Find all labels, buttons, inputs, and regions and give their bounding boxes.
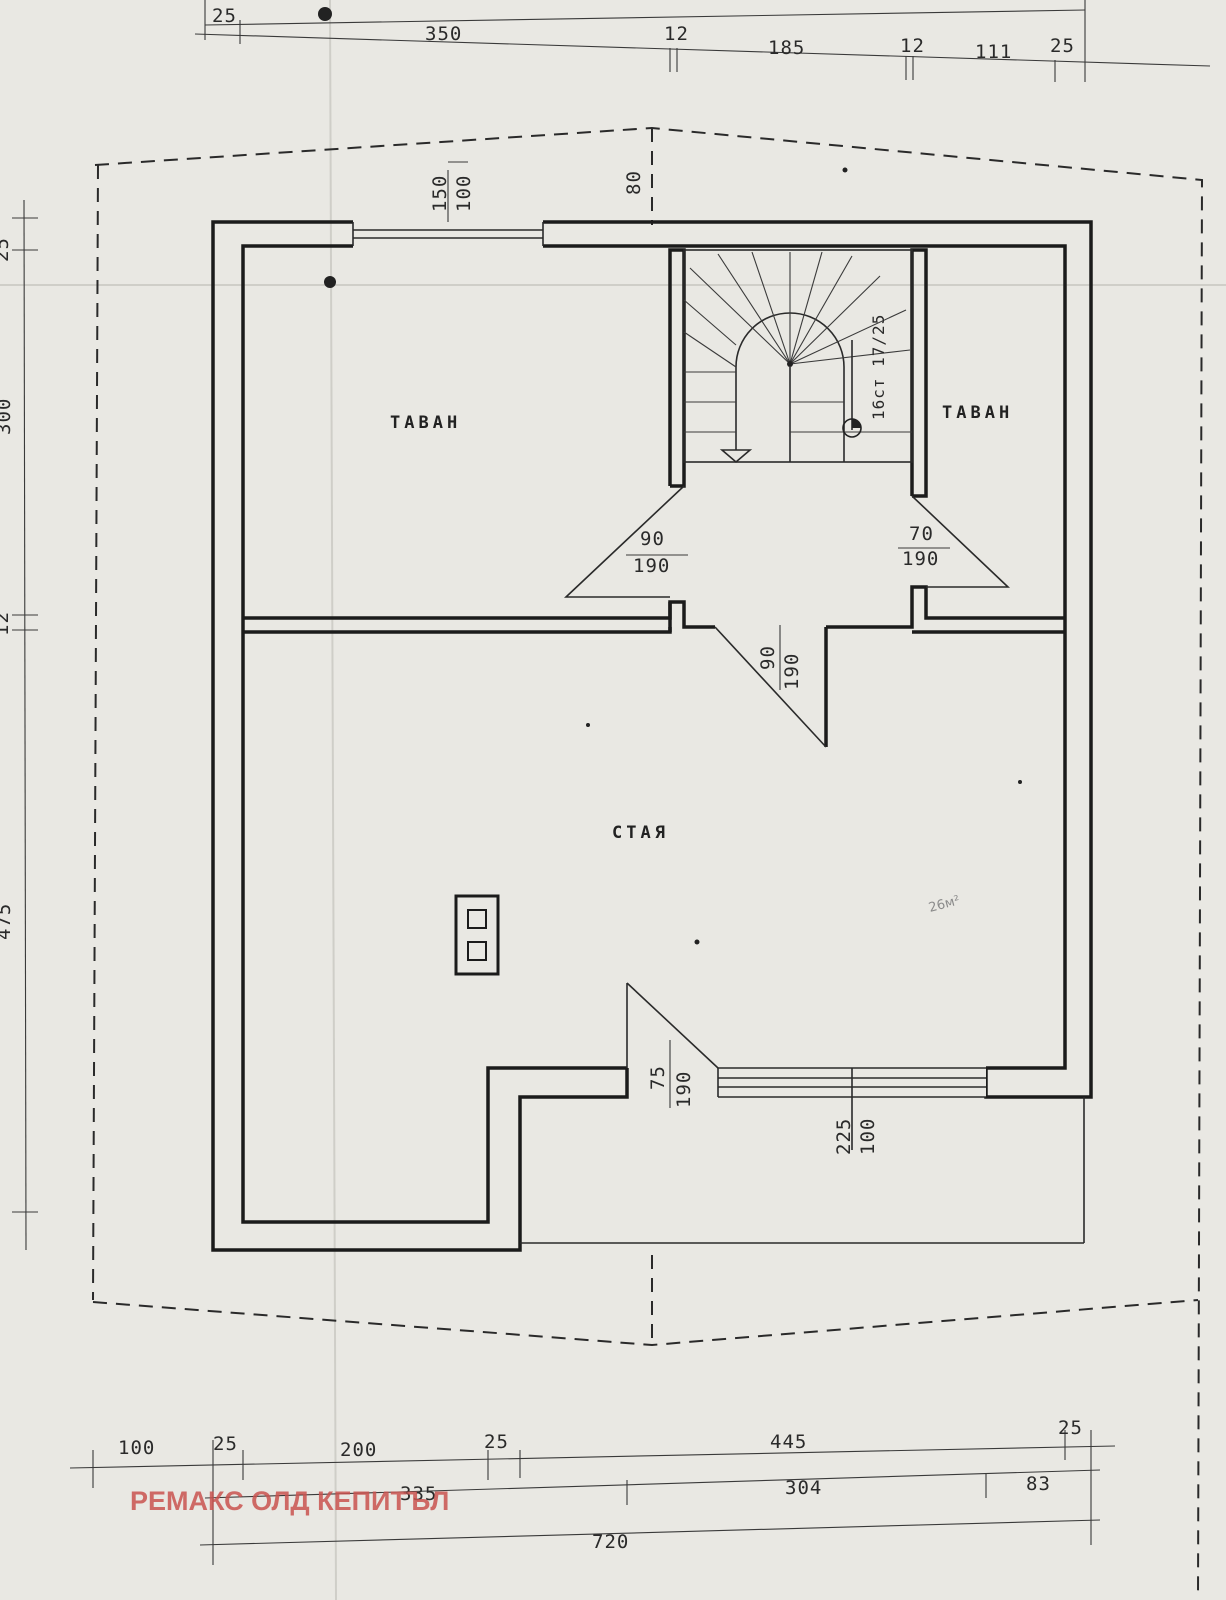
door-3-width: 90 <box>757 645 779 670</box>
ink-dot <box>842 167 848 173</box>
dim-left-2: 300 <box>0 398 15 435</box>
door-1-height: 190 <box>633 555 670 577</box>
door-swings <box>563 485 1011 1069</box>
dim-bottom-10: 720 <box>592 1531 629 1553</box>
door-2-width: 70 <box>909 523 934 545</box>
stair-note: 16ст 17/25 <box>869 314 888 420</box>
roof-outline-left <box>92 164 99 1301</box>
dim-top-4: 185 <box>768 37 805 59</box>
dim-bottom-9: 83 <box>1026 1473 1051 1495</box>
window-top-width: 150 <box>429 175 451 212</box>
door-1-width: 90 <box>640 528 665 550</box>
ink-blot <box>324 276 336 288</box>
dim-top-3: 12 <box>664 23 689 45</box>
bottom-dimension-chain: 100 25 200 25 445 25 335 304 83 720 <box>69 1417 1116 1565</box>
room-label-room: СТАЯ <box>612 823 669 843</box>
door-4-width: 75 <box>647 1065 669 1090</box>
dim-bottom-5: 445 <box>770 1431 807 1453</box>
window-bottom-width: 225 <box>833 1118 855 1155</box>
dim-top-7: 25 <box>1050 35 1075 57</box>
outer-walls <box>211 220 1093 1252</box>
door-swing-left <box>563 485 685 598</box>
top-dimension-chain: 25 350 12 185 12 111 25 <box>194 0 1211 82</box>
dim-top-6: 111 <box>975 41 1012 63</box>
dim-top-2: 350 <box>425 23 462 45</box>
window-bottom: 225 100 <box>717 1067 986 1155</box>
stair-arrow-icon <box>719 449 753 464</box>
room-label-attic-left: ТАВАН <box>390 413 461 433</box>
paper-fold <box>329 0 337 1600</box>
roof-outline-bottom <box>92 1299 1199 1347</box>
window-bottom-height: 100 <box>857 1118 879 1155</box>
dim-bottom-7: 335 <box>400 1483 437 1505</box>
dim-bottom-3: 200 <box>340 1439 377 1461</box>
window-top: 150 100 <box>352 161 544 246</box>
staircase: 16ст 17/25 <box>683 249 913 464</box>
left-dimension-chain: 25 300 12 475 <box>0 199 38 1251</box>
dim-bottom-2: 25 <box>213 1433 238 1455</box>
roof-outline-top <box>94 126 1204 1599</box>
ink-dot <box>586 723 590 727</box>
window-top-height: 100 <box>453 175 475 212</box>
chimney <box>454 894 500 976</box>
interior-walls <box>243 248 1065 747</box>
ink-dot <box>694 939 700 945</box>
dim-bottom-1: 100 <box>118 1437 155 1459</box>
dim-left-4: 475 <box>0 903 15 940</box>
dim-top-5: 12 <box>900 35 925 57</box>
door-4-height: 190 <box>673 1071 695 1108</box>
door-swing-bottom-diag <box>626 982 719 1069</box>
agency-watermark: РЕМАКС ОЛД КЕПИТЪЛ <box>130 1486 449 1516</box>
room-label-attic-right: ТАВАН <box>942 403 1013 423</box>
door-2-height: 190 <box>902 548 939 570</box>
dim-left-3: 12 <box>0 611 13 636</box>
ink-dot <box>1018 780 1022 784</box>
dim-left-1: 25 <box>0 237 13 262</box>
dim-bottom-8: 304 <box>785 1477 822 1499</box>
door-swing-right <box>911 495 1011 588</box>
door-swing-center <box>714 626 827 748</box>
dim-bottom-6: 25 <box>1058 1417 1083 1439</box>
dim-top-1: 25 <box>212 5 237 27</box>
room-area-note: 26м² <box>927 893 961 916</box>
ink-blot <box>318 7 332 21</box>
door-3-height: 190 <box>781 653 803 690</box>
door-labels: 90 190 70 190 90 190 75 190 <box>626 523 950 1108</box>
dim-bottom-4: 25 <box>484 1431 509 1453</box>
ridge-offset-label: 80 <box>623 170 645 195</box>
